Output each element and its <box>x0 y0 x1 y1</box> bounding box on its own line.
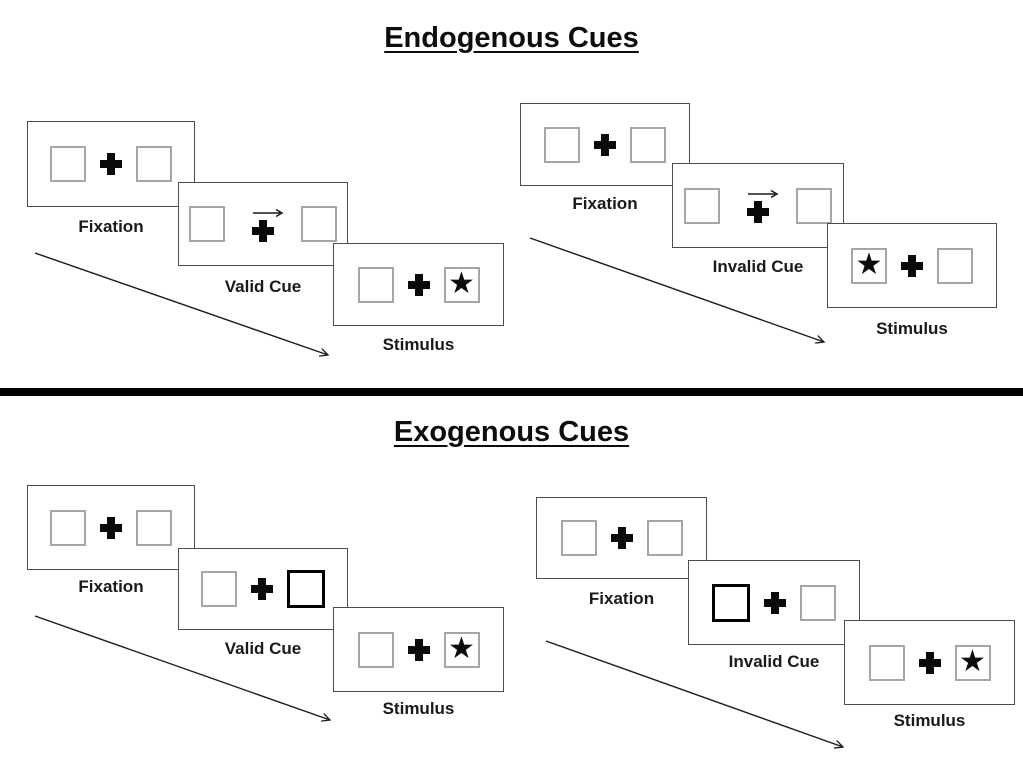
fixation-cross-icon <box>251 578 273 600</box>
fixation-cross-icon <box>610 527 633 549</box>
left-box <box>50 509 86 546</box>
fixation-cross-icon <box>747 201 769 223</box>
left-box <box>544 126 580 163</box>
cue-arrow-icon <box>748 189 779 199</box>
fixation-cross-icon <box>407 273 430 296</box>
fixation-cross-icon <box>100 153 122 175</box>
fixation-label: Fixation <box>572 194 638 213</box>
cue-label: Valid Cue <box>224 277 302 296</box>
fixation-cross-icon <box>901 254 923 277</box>
section-title-endogenous: Endogenous Cues <box>384 22 639 54</box>
stimulus-label: Stimulus <box>893 711 966 730</box>
fixation-cross-icon <box>764 591 786 614</box>
fixation-cross-icon <box>594 133 616 156</box>
stimulus-label: Stimulus <box>876 319 948 338</box>
stimulus-label: Stimulus <box>382 335 455 354</box>
right-box <box>136 509 172 546</box>
stimulus-card: ★ <box>333 607 504 692</box>
cue-label: Invalid Cue <box>728 652 820 671</box>
right-box <box>136 146 172 182</box>
fixation-card <box>520 103 690 186</box>
stimulus-label: Stimulus <box>382 699 455 718</box>
right-box <box>800 584 836 621</box>
left-box <box>357 266 394 303</box>
star-icon: ★ <box>448 266 475 300</box>
fixation-cross-icon <box>407 638 430 661</box>
fixation-card <box>27 485 195 570</box>
cue-card <box>688 560 860 645</box>
left-box <box>50 146 86 182</box>
timeline-arrow <box>529 237 826 344</box>
star-icon: ★ <box>448 631 475 665</box>
fixation-card <box>536 497 707 579</box>
right-box: ★ <box>443 631 480 668</box>
fixation-cross-icon <box>100 516 122 539</box>
star-icon: ★ <box>959 644 986 678</box>
left-box: ★ <box>851 247 887 284</box>
fixation-cross-icon <box>918 651 941 674</box>
cue-card <box>672 163 844 248</box>
section-divider <box>0 388 1023 396</box>
star-icon: ★ <box>855 247 883 281</box>
cue-box-highlighted <box>712 583 750 622</box>
central-cue <box>734 188 782 223</box>
right-box: ★ <box>443 266 480 303</box>
stimulus-card: ★ <box>844 620 1015 705</box>
right-box <box>646 520 683 556</box>
stimulus-card: ★ <box>333 243 504 326</box>
cue-box-highlighted <box>287 570 325 608</box>
fixation-label: Fixation <box>78 217 144 236</box>
left-box <box>189 206 225 242</box>
section-title-exogenous: Exogenous Cues <box>393 416 630 448</box>
fixation-label: Fixation <box>588 589 655 608</box>
right-box <box>796 187 832 224</box>
stimulus-card: ★ <box>827 223 997 308</box>
left-box <box>560 520 597 556</box>
cue-card <box>178 182 348 266</box>
cue-card <box>178 548 348 630</box>
fixation-label: Fixation <box>78 577 144 596</box>
timeline-arrow <box>34 615 332 722</box>
fixation-card <box>27 121 195 207</box>
cue-label: Invalid Cue <box>712 257 804 276</box>
left-box <box>684 187 720 224</box>
fixation-cross-icon <box>252 219 274 242</box>
left-box <box>868 644 905 681</box>
cue-label: Valid Cue <box>224 639 302 658</box>
timeline-arrow <box>34 252 330 357</box>
right-box <box>301 206 337 242</box>
left-box <box>201 571 237 607</box>
right-box <box>630 126 666 163</box>
central-cue <box>239 207 287 242</box>
right-box: ★ <box>954 644 991 681</box>
left-box <box>357 631 394 668</box>
cue-arrow-icon <box>253 208 284 217</box>
right-box <box>937 247 973 284</box>
